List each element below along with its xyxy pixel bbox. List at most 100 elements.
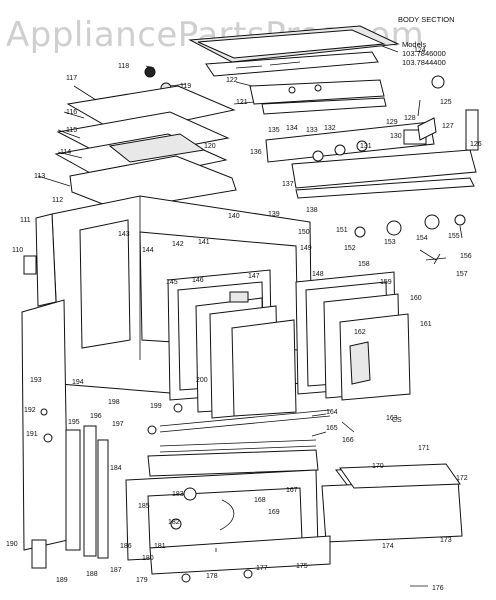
part-label: 139 (268, 211, 280, 218)
part-label: 137 (282, 181, 294, 188)
part-label: 172 (456, 475, 468, 482)
part-label: 115 (66, 127, 77, 134)
part-label: 131 (360, 143, 372, 150)
part-label: 193 (30, 377, 42, 384)
part-label: 161 (420, 321, 432, 328)
control-panel (265, 75, 479, 265)
left-side-panel (21, 213, 69, 551)
part-label: 190 (6, 541, 18, 548)
part-label: 189 (56, 577, 68, 584)
part-label: 170 (372, 463, 384, 470)
part-label: 156 (460, 253, 472, 260)
part-label: 199 (150, 403, 162, 410)
base-panel (149, 535, 331, 575)
part-label: 181 (154, 543, 166, 550)
part-label: 159 (380, 279, 392, 286)
part-label: 122 (226, 77, 238, 84)
part-label: 179 (136, 577, 148, 584)
part-label: 116 (66, 109, 77, 116)
part-label: 194 (72, 379, 84, 386)
part-label: 130 (390, 133, 402, 140)
part-label: 182 (168, 519, 180, 526)
part-label: 133 (306, 127, 318, 134)
part-label: 191 (26, 431, 38, 438)
part-label: 183 (172, 491, 184, 498)
models-label: Models (402, 40, 426, 49)
part-label: 176 (432, 585, 444, 592)
part-label: 180 (142, 555, 154, 562)
part-label: 147 (248, 273, 260, 280)
part-label: 184 (110, 465, 122, 472)
part-label: 148 (312, 271, 324, 278)
storage-drawer (321, 463, 463, 543)
part-label: 164 (326, 409, 338, 416)
part-label: 171 (418, 445, 430, 452)
part-label: 141 (198, 239, 210, 246)
part-label: 142 (172, 241, 184, 248)
part-label: 196 (90, 413, 102, 420)
part-label: 169 (268, 509, 280, 516)
part-label: 165 (326, 425, 338, 432)
part-label: 175 (296, 563, 308, 570)
part-label: 112 (52, 197, 63, 204)
part-label: 124 (414, 47, 426, 54)
part-label: 136 (250, 149, 262, 156)
part-label: 195 (68, 419, 80, 426)
right-door-panels (295, 271, 411, 401)
part-label: 127 (442, 123, 454, 130)
part-label: 119 (180, 83, 191, 90)
part-label: 151 (336, 227, 348, 234)
part-label: 128 (404, 115, 416, 122)
part-label: 143 (118, 231, 130, 238)
part-label: 134 (286, 125, 298, 132)
leader-lines (37, 45, 463, 437)
part-label: 113 (34, 173, 45, 180)
part-label: 120 (204, 143, 216, 150)
cooktop-assembly (188, 25, 400, 115)
part-label: 129 (386, 119, 398, 126)
lower-brackets (31, 408, 109, 569)
part-label: CS (392, 417, 402, 424)
part-label: 187 (110, 567, 122, 574)
part-label: 157 (456, 271, 468, 278)
part-label: 114 (60, 149, 71, 156)
part-label: 160 (410, 295, 422, 302)
part-label: 155 (448, 233, 460, 240)
part-label: 197 (112, 421, 124, 428)
part-label: 166 (342, 437, 354, 444)
part-label: 135 (268, 127, 280, 134)
part-label: 154 (416, 235, 428, 242)
top-panels (54, 85, 237, 211)
part-label: 111 (20, 217, 31, 224)
part-label: 152 (344, 245, 356, 252)
part-label: 198 (108, 399, 120, 406)
part-label: 192 (24, 407, 36, 414)
part-label: 200 (196, 377, 208, 384)
part-label: 188 (86, 571, 98, 578)
part-label: 177 (256, 565, 268, 572)
part-label: 121 (236, 99, 248, 106)
part-label: 163 (386, 415, 398, 422)
part-number-labels: 117 118 119 116 115 120 114 113 112 111 110 122 124 1… (6, 47, 482, 592)
part-label: 173 (440, 537, 452, 544)
section-title: BODY SECTION (398, 15, 455, 24)
broiler-compartment (125, 469, 319, 561)
part-label: 117 (66, 75, 77, 82)
part-label: 185 (138, 503, 150, 510)
part-label: 153 (384, 239, 396, 246)
part-label: 110 (12, 247, 23, 254)
part-label: 186 (120, 543, 132, 550)
part-label: 168 (254, 497, 266, 504)
part-label: 149 (300, 245, 312, 252)
part-label: 140 (228, 213, 240, 220)
part-label: 150 (298, 229, 310, 236)
part-label: 126 (470, 141, 482, 148)
part-label: 144 (142, 247, 154, 254)
part-label: 145 (166, 279, 178, 286)
bottom-hardware (181, 569, 428, 587)
part-label: 146 (192, 277, 204, 284)
oven-liner-and-door (167, 269, 297, 419)
part-label: 178 (206, 573, 218, 580)
part-label: 118 (118, 63, 129, 70)
